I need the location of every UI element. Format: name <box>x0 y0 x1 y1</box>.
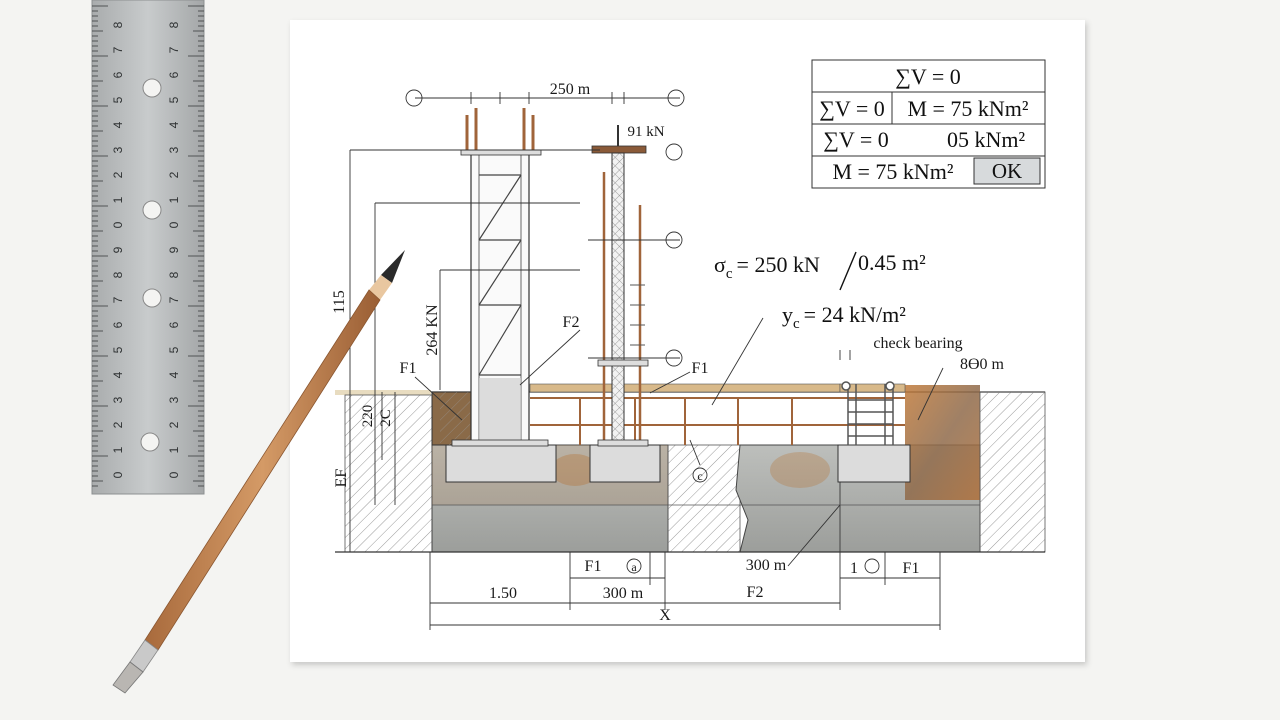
footing-pad-mid <box>589 444 661 483</box>
gamma-symbol: y <box>782 302 793 327</box>
ruler-number: 7 <box>167 46 181 53</box>
f1-mid-label: F1 <box>692 360 709 377</box>
ruler-number: 1 <box>111 196 125 203</box>
results-table: ∑V = 0 ∑V = 0 M = 75 kNm² ∑V = 0 05 kNm²… <box>811 59 1046 189</box>
unit-weight-equation: yc= 24 kN/m² <box>782 302 906 332</box>
sigma-denominator: 0.45 m² <box>858 250 926 275</box>
ruler-hole <box>142 78 162 98</box>
footing-pad-right <box>837 444 911 483</box>
height-115-label: 115 <box>331 290 348 313</box>
load-91-label: 91 kN <box>627 124 664 140</box>
ruler-number: 6 <box>111 321 125 328</box>
ruler-number: 5 <box>167 96 181 103</box>
rebar-grid <box>530 397 905 445</box>
table-row4-left: M = 75 kNm² <box>832 159 953 184</box>
ruler-number: 8 <box>111 271 125 278</box>
bottom-1-label: 1 <box>850 560 858 577</box>
ruler-number: 5 <box>111 346 125 353</box>
ruler-hole <box>140 432 160 452</box>
footing-pad-left <box>445 444 557 483</box>
ok-button[interactable]: OK <box>973 157 1041 185</box>
gamma-subscript: c <box>793 316 800 332</box>
sigma-symbol: σ <box>714 252 726 277</box>
gamma-value: = 24 kN/m² <box>804 302 907 327</box>
ruler-number: 0 <box>111 471 125 478</box>
ef-label: EF <box>333 469 350 488</box>
ruler-number: 2 <box>111 421 125 428</box>
check-bearing-label: check bearing <box>873 335 962 352</box>
load-264-label: 264 KN <box>424 304 441 356</box>
table-row1: ∑V = 0 <box>895 64 961 89</box>
ruler-number: 2 <box>167 421 181 428</box>
table-row3-left: ∑V = 0 <box>823 127 889 152</box>
ruler-number: 2 <box>167 171 181 178</box>
ruler-hole <box>142 288 162 308</box>
ruler-number: 3 <box>167 146 181 153</box>
dimension-150-label: 1.50 <box>489 585 517 602</box>
ruler-number: 1 <box>167 446 181 453</box>
table-row3-right: 05 kNm² <box>947 127 1026 152</box>
dimension-2c-label: 2C <box>378 409 394 427</box>
ruler-number: 8 <box>111 21 125 28</box>
ruler-number: 0 <box>167 471 181 478</box>
bottom-300-right-label: 300 m <box>746 557 787 574</box>
ok-button-label: OK <box>992 159 1022 183</box>
foundation-section <box>335 383 1046 553</box>
stress-equation: σc= 250 kN 0.45 m² <box>714 250 926 291</box>
ruler-number: 9 <box>167 246 181 253</box>
ruler-number: 8 <box>167 271 181 278</box>
dimension-x-label: X <box>659 607 671 624</box>
ruler-number: 8 <box>167 21 181 28</box>
ruler-numbers: 0 0 1 1 2 2 3 3 4 4 5 5 6 6 7 7 8 8 9 9 0 0 1 1 2 2 3 3 4 4 5 5 6 6 7 7 8 8 <box>111 21 181 478</box>
small-c-label: c <box>697 469 702 483</box>
ruler-number: 4 <box>167 371 181 378</box>
ruler-number: 9 <box>111 246 125 253</box>
table-row2-left: ∑V = 0 <box>819 96 885 121</box>
ruler-number: 1 <box>167 196 181 203</box>
steel-ruler: 0 0 1 1 2 2 3 3 4 4 5 5 6 6 7 7 8 8 9 9 0 0 1 1 2 2 3 3 4 4 5 5 6 6 7 7 8 8 <box>91 0 205 495</box>
ruler-number: 0 <box>111 221 125 228</box>
ruler-number: 6 <box>111 71 125 78</box>
bottom-small-a-label: a <box>631 560 637 574</box>
ruler-number: 5 <box>167 346 181 353</box>
steel-post <box>591 125 649 447</box>
table-row2-right: M = 75 kNm² <box>907 96 1028 121</box>
ruler-number: 3 <box>167 396 181 403</box>
f1-left-label: F1 <box>400 360 417 377</box>
bottom-f1-b-label: F1 <box>903 560 920 577</box>
dimension-lines <box>349 89 944 630</box>
ruler-number: 4 <box>111 371 125 378</box>
bottom-f1-a-label: F1 <box>585 558 602 575</box>
ruler-number: 4 <box>111 121 125 128</box>
ruler-number: 6 <box>167 321 181 328</box>
ruler-number: 3 <box>111 396 125 403</box>
ruler-number: 7 <box>167 296 181 303</box>
ruler-number: 1 <box>111 446 125 453</box>
rebar-cage-right <box>841 381 895 445</box>
ruler-number: 6 <box>167 71 181 78</box>
ruler-number: 7 <box>111 46 125 53</box>
dimension-300-label: 300 m <box>603 585 644 602</box>
svg-text:σc= 250 kN: σc= 250 kN <box>714 252 820 282</box>
sigma-numerator: = 250 kN <box>737 252 820 277</box>
annotations: 250 m 91 kN check bearing 8ϴ0 m F2 F1 F1… <box>331 81 1005 624</box>
ruler-number: 3 <box>111 146 125 153</box>
lattice-column <box>451 108 549 447</box>
ruler-number: 5 <box>111 96 125 103</box>
ruler-ticks <box>92 5 204 487</box>
f2-upper-label: F2 <box>563 314 580 331</box>
ruler-hole <box>142 200 162 220</box>
ruler-number: 2 <box>111 171 125 178</box>
ruler-number: 7 <box>111 296 125 303</box>
dimension-220-label: 220 <box>360 405 376 428</box>
pencil <box>112 250 405 694</box>
sigma-subscript: c <box>726 266 733 282</box>
top-dimension-label: 250 m <box>550 81 591 98</box>
dimension-880-label: 8ϴ0 m <box>960 356 1005 373</box>
ruler-number: 4 <box>167 121 181 128</box>
svg-text:yc= 24 kN/m²: yc= 24 kN/m² <box>782 302 906 332</box>
ruler-number: 0 <box>167 221 181 228</box>
dimension-f2-label: F2 <box>747 584 764 601</box>
